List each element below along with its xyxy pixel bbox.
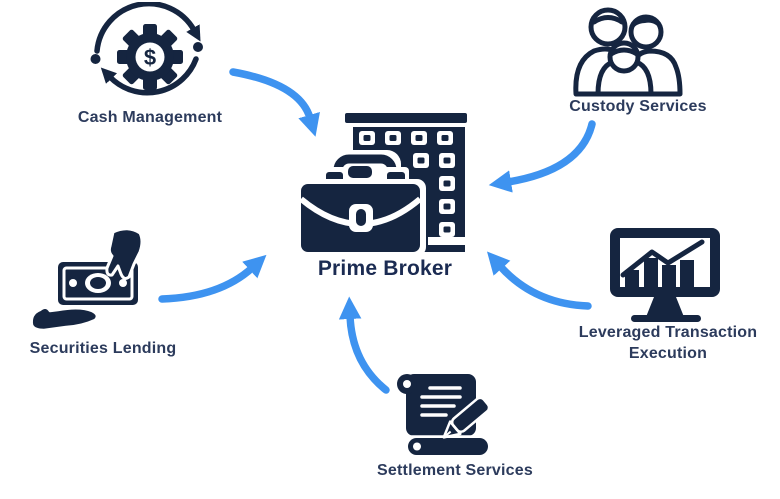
label-leveraged-transaction-execution: Leveraged Transaction Execution (578, 324, 758, 362)
scroll-pen-icon (397, 374, 491, 455)
arrow-cash-management-to-prime-broker (229, 68, 320, 137)
hand-banknote-icon (30, 227, 144, 332)
briefcase-office-building-icon (296, 113, 467, 256)
dollar-symbol: $ (144, 45, 156, 70)
node-custody-services (572, 1, 684, 97)
people-group-icon (573, 7, 683, 97)
node-leveraged-transaction-execution (597, 226, 732, 326)
label-prime-broker: Prime Broker (317, 257, 453, 280)
arrow-custody-services-to-prime-broker (488, 120, 596, 193)
label-settlement-services: Settlement Services (377, 462, 533, 479)
arrow-securities-lending-to-prime-broker (158, 254, 267, 303)
label-custody-services: Custody Services (569, 98, 707, 115)
node-securities-lending (22, 222, 157, 337)
arrow-leveraged-execution-to-prime-broker (486, 251, 592, 310)
label-cash-management: Cash Management (77, 109, 223, 126)
arrow-settlement-services-to-prime-broker (338, 296, 390, 394)
dollar-gear-cycle-icon: $ (90, 2, 203, 96)
label-securities-lending: Securities Lending (29, 340, 177, 357)
node-settlement-services (392, 370, 502, 462)
node-cash-management: $ (90, 2, 208, 108)
node-prime-broker (295, 106, 475, 256)
monitor-bar-chart-icon (610, 228, 720, 322)
